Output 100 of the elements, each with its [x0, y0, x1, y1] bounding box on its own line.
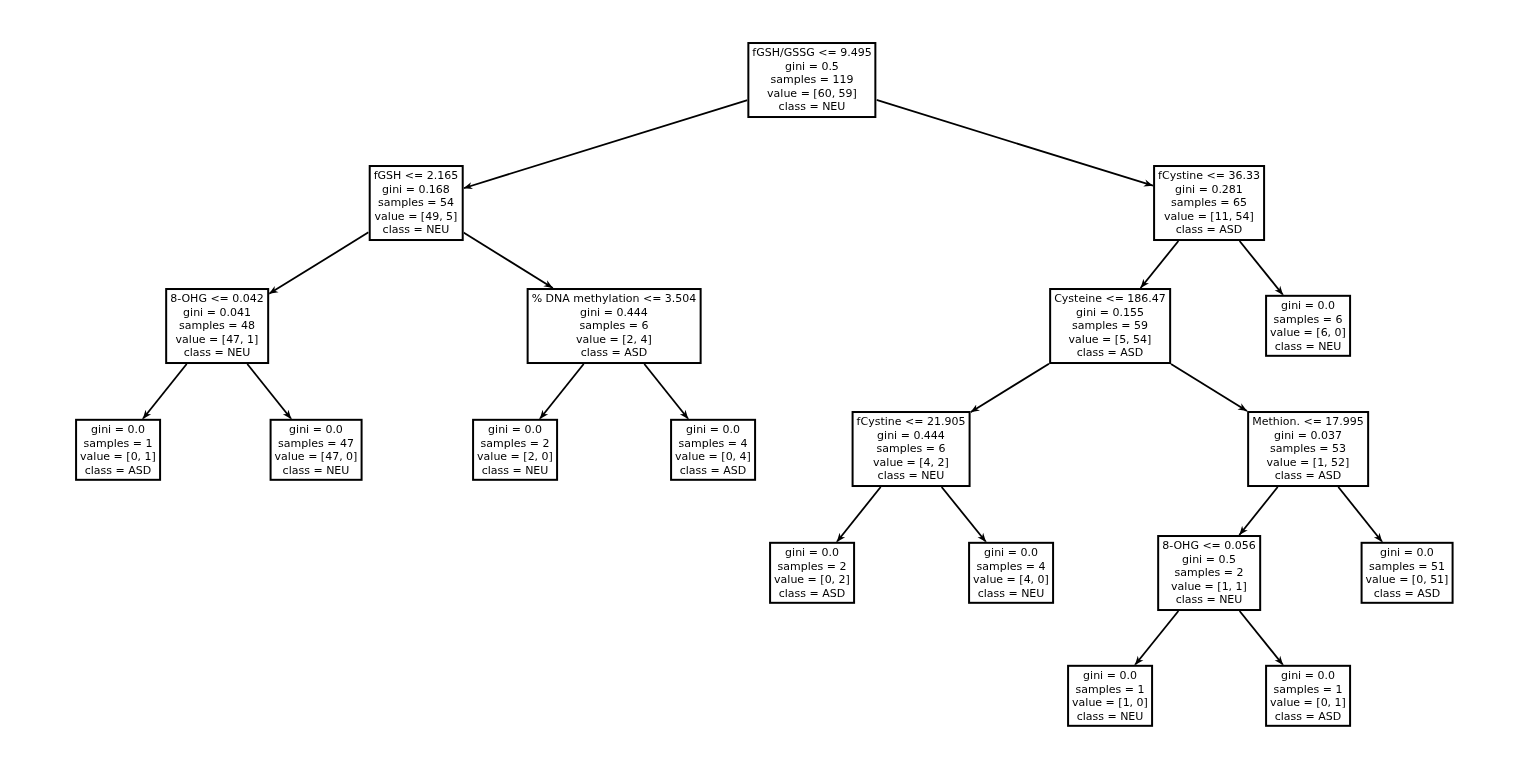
tree-node-box [1265, 294, 1351, 358]
node-text-line: gini = 0.281 [1174, 182, 1244, 197]
node-text-line: value = [4, 2] [872, 455, 950, 470]
node-text-line: gini = 0.168 [381, 182, 451, 197]
node-text-line: class = ASD [1372, 586, 1442, 601]
arrow [538, 363, 585, 420]
node-text-line: samples = 54 [377, 196, 455, 210]
node-text-line: class = NEU [777, 100, 847, 114]
arrow [643, 363, 690, 420]
node-text-line: 8-OHG <= 0.042 [170, 292, 264, 306]
node-text-line: value = [47, 1] [174, 332, 260, 347]
node-text-line: value = [60, 59] [766, 86, 858, 101]
node-text-line: 8-OHG <= 0.056 [1162, 539, 1256, 553]
arrow [969, 362, 1050, 414]
node-text-line: gini = 0.0 [90, 422, 146, 437]
node-text-line: value = [6, 0] [1270, 326, 1346, 340]
node-text-line: class = NEU [976, 586, 1046, 601]
node-text-line: class = ASD [1273, 469, 1343, 483]
tree-node-box [769, 541, 855, 605]
node-text-line: fCystine <= 36.33 [1158, 169, 1260, 183]
tree-node-box [1265, 664, 1351, 728]
node-text-line: value = [49, 5] [373, 209, 459, 224]
node-text-line: class = ASD [1075, 346, 1145, 360]
arrow [1238, 610, 1284, 666]
node-text-line: class = ASD [777, 586, 847, 601]
node-text-line: samples = 4 [677, 436, 749, 450]
node-text-line: class = ASD [579, 346, 649, 360]
node-text-line: samples = 1 [82, 436, 154, 450]
node-text-line: Cysteine <= 186.47 [1054, 292, 1166, 306]
node-text-line: gini = 0.444 [579, 305, 649, 320]
arrow [268, 231, 370, 295]
node-text-line: samples = 53 [1269, 442, 1347, 456]
arrow [1134, 610, 1180, 666]
node-text-line: Methion. <= 17.995 [1252, 415, 1364, 429]
tree-node-box [670, 418, 756, 482]
node-text-line: class = NEU [1174, 593, 1244, 607]
node-text-line: samples = 6 [875, 442, 947, 456]
node-text-line: gini = 0.0 [1280, 668, 1336, 683]
arrow [462, 99, 749, 190]
arrow [1238, 240, 1284, 296]
node-text-line: samples = 65 [1170, 196, 1248, 210]
arrow [1139, 240, 1180, 289]
node-text-line: fCystine <= 21.905 [856, 415, 966, 429]
tree-node-box [1360, 541, 1454, 605]
node-text-line: samples = 6 [1272, 312, 1344, 326]
arrow [940, 486, 987, 543]
node-text-line: gini = 0.0 [1280, 298, 1336, 313]
node-text-line: class = NEU [381, 223, 451, 237]
node-text-line: gini = 0.0 [1379, 545, 1435, 560]
node-text-line: value = [2, 4] [575, 332, 653, 347]
arrow [462, 231, 554, 289]
node-text-line: samples = 1 [1074, 682, 1146, 696]
tree-node-box [75, 418, 161, 482]
tree-node-box [747, 42, 877, 118]
node-text-line: gini = 0.0 [983, 545, 1039, 560]
node-text-line: gini = 0.037 [1273, 428, 1343, 443]
tree-node-box [472, 418, 558, 482]
arrow [835, 486, 882, 543]
tree-node-box [1049, 288, 1171, 364]
node-text-line: samples = 48 [178, 319, 256, 333]
tree-node-box [968, 541, 1054, 605]
node-text-line: % DNA methylation <= 3.504 [531, 292, 697, 306]
arrow [875, 99, 1154, 187]
node-text-line: value = [1, 1] [1170, 579, 1248, 594]
tree-node-box [1157, 535, 1261, 611]
tree-node-box [526, 288, 702, 364]
node-text-line: value = [1, 0] [1072, 696, 1148, 710]
node-text-line: gini = 0.444 [876, 428, 946, 443]
node-text-line: class = NEU [1273, 339, 1343, 354]
tree-node-box [165, 288, 269, 364]
node-text-line: value = [2, 0] [477, 450, 553, 464]
node-text-line: class = NEU [480, 463, 550, 478]
node-text-line: samples = 6 [578, 319, 650, 333]
node-text-line: fGSH <= 2.165 [373, 169, 459, 183]
node-text-line: samples = 119 [769, 73, 855, 87]
node-text-line: value = [0, 2] [774, 573, 850, 587]
node-text-line: class = NEU [1075, 709, 1145, 724]
node-text-line: gini = 0.041 [182, 305, 252, 320]
node-text-line: class = ASD [1174, 223, 1244, 237]
tree-node-box [1247, 411, 1369, 487]
node-text-line: samples = 51 [1368, 559, 1446, 573]
node-text-line: gini = 0.0 [784, 545, 840, 560]
node-text-line: gini = 0.5 [1181, 552, 1237, 567]
node-text-line: value = [0, 4] [675, 450, 751, 464]
node-text-line: class = NEU [182, 346, 252, 360]
node-text-line: class = ASD [83, 463, 153, 478]
arrow [1238, 486, 1279, 536]
node-text-line: class = NEU [281, 463, 351, 478]
node-text-line: gini = 0.0 [487, 422, 543, 437]
node-text-line: fGSH/GSSG <= 9.495 [752, 46, 872, 60]
node-text-line: value = [4, 0] [973, 573, 1049, 587]
node-text-line: value = [1, 52] [1265, 455, 1351, 470]
node-text-line: class = ASD [1273, 709, 1343, 724]
arrow [246, 363, 293, 420]
arrow [1170, 363, 1248, 412]
tree-node-box [1067, 664, 1153, 728]
node-text-line: value = [5, 54] [1067, 332, 1153, 347]
node-text-line: gini = 0.5 [784, 59, 840, 74]
tree-node-box [851, 411, 971, 487]
node-text-line: class = NEU [876, 469, 946, 483]
